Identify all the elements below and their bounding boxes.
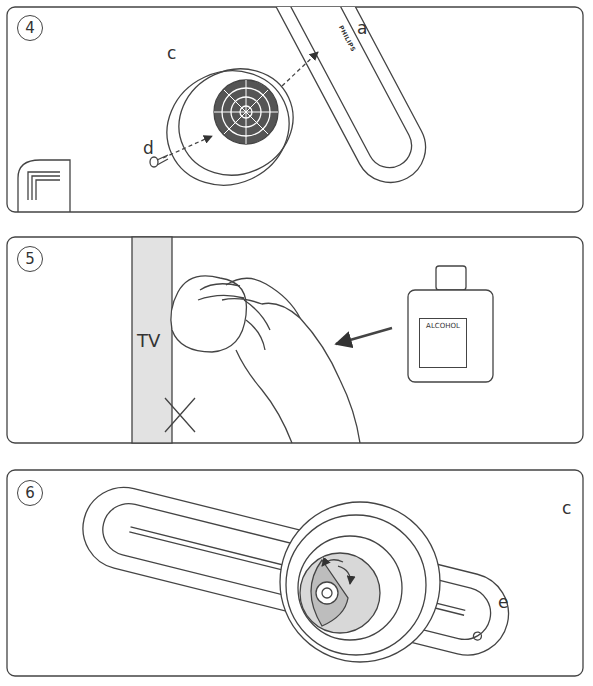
hand-with-cloth <box>171 276 360 443</box>
tv-band <box>132 237 172 443</box>
adhesive-liner <box>311 560 348 626</box>
part-letter: c <box>562 498 571 518</box>
soundbar <box>74 479 517 664</box>
step-number: 5 <box>17 246 43 272</box>
screw-arrow <box>163 136 212 158</box>
node-text: TV <box>137 330 160 351</box>
peel-arrow <box>338 566 350 584</box>
wall-bracket <box>148 50 310 205</box>
node-text: ALCOHOL <box>426 322 460 330</box>
alcohol-bottle <box>408 266 493 382</box>
step-number: 4 <box>17 15 43 41</box>
node-text: 6 <box>25 484 35 502</box>
allen-key-icon <box>18 160 70 212</box>
part-letter: a <box>357 18 367 38</box>
mount-arrow <box>282 52 318 86</box>
step-panel <box>7 470 583 676</box>
node-text: 5 <box>25 250 35 268</box>
step-number: 6 <box>17 480 43 506</box>
peel-arrow <box>322 560 343 566</box>
wall-bracket <box>280 502 440 662</box>
tv-band: TV <box>132 237 172 443</box>
bottle-label: ALCOHOL <box>419 318 467 368</box>
apply-arrow <box>336 328 392 344</box>
part-letter: e <box>498 592 508 612</box>
step-panel <box>7 237 583 443</box>
do-not-mark <box>165 398 195 432</box>
part-letter: d <box>143 138 154 158</box>
node-text: 4 <box>25 19 35 37</box>
part-letter: c <box>167 43 176 63</box>
